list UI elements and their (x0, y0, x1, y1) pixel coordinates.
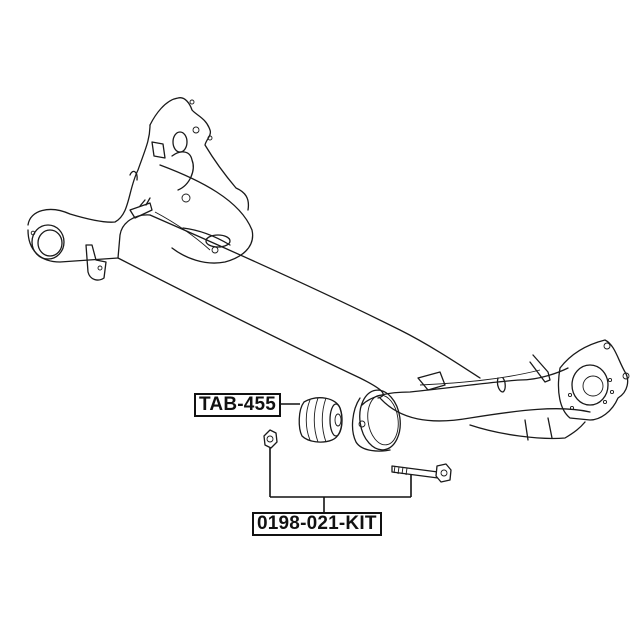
nut-part (263, 429, 278, 449)
callout-label-bushing: TAB-455 (194, 393, 282, 417)
bushing-part (298, 397, 343, 443)
left-trailing-arm (27, 97, 254, 281)
right-trailing-arm (351, 339, 630, 452)
callout-label-kit: 0198-021-KIT (252, 512, 382, 536)
torsion-beam (117, 214, 481, 399)
callout-leaders (269, 403, 412, 513)
bolt-part (391, 463, 452, 483)
